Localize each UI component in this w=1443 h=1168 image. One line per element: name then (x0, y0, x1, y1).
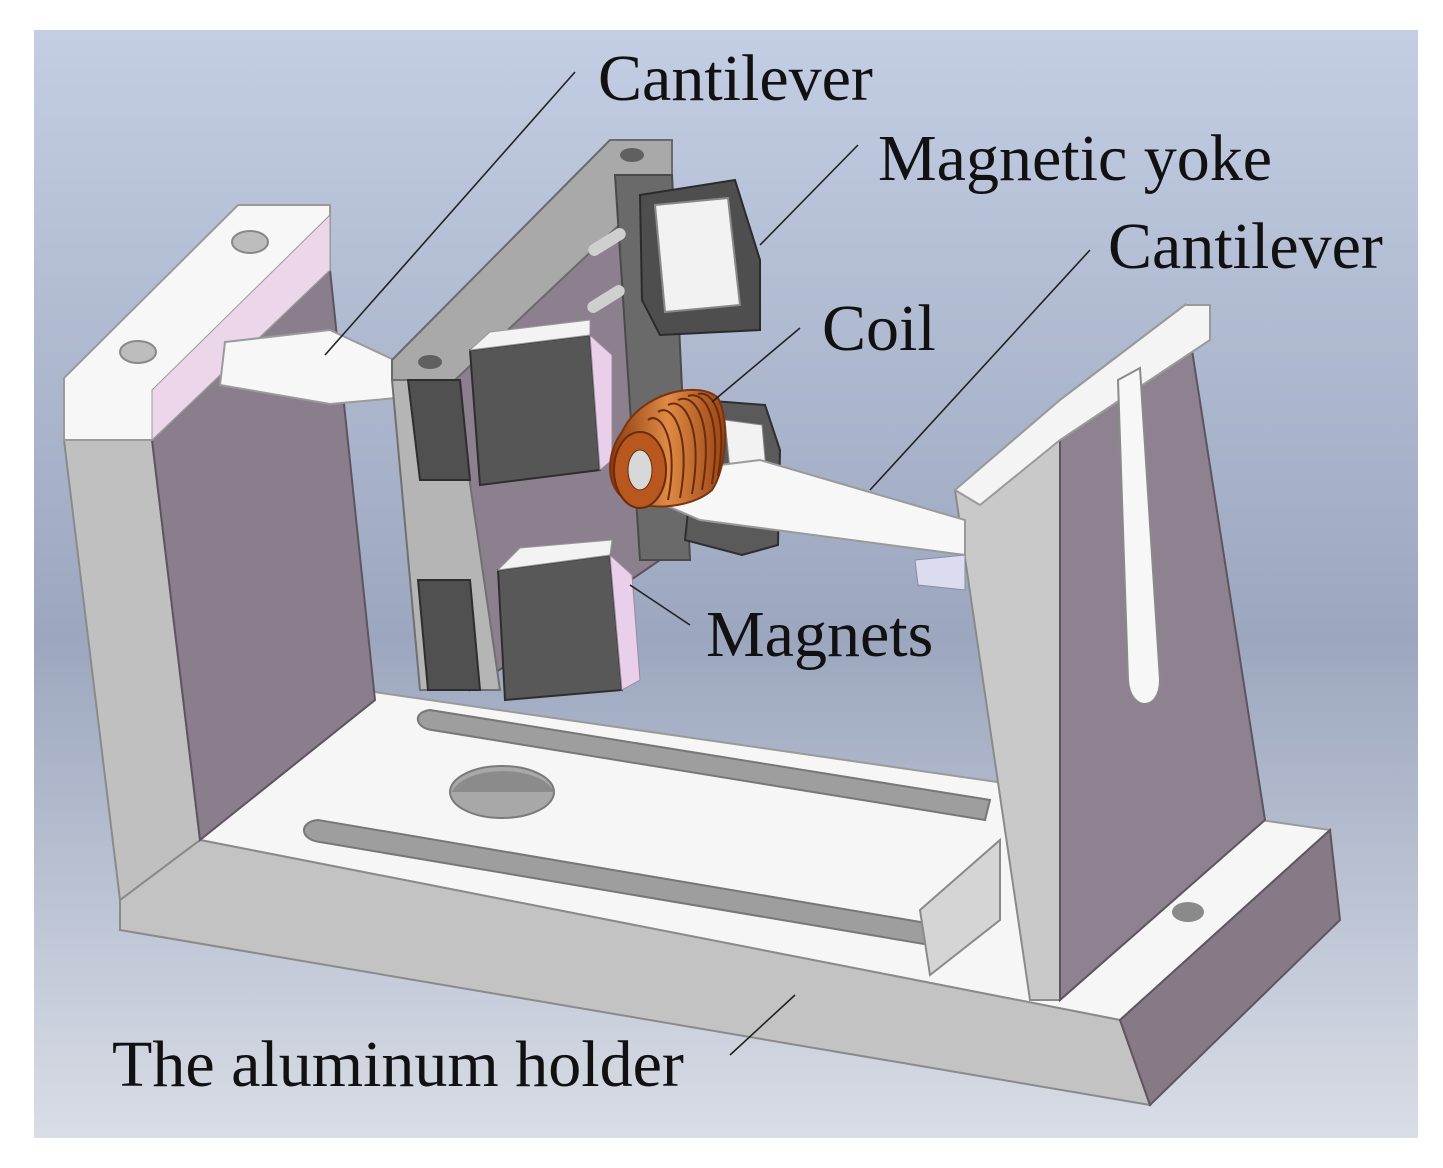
left-upright-hole-1 (231, 230, 269, 254)
leader-cantilever-left (324, 71, 576, 356)
middle-magnet-block (468, 333, 602, 487)
leader-holder (729, 994, 796, 1056)
yoke-bar-left-upper (406, 379, 472, 481)
base-hole-right-2 (1172, 902, 1204, 922)
label-magnets: Magnets (706, 598, 933, 671)
label-holder: The aluminum holder (112, 1028, 684, 1101)
right-cantilever-clamp (914, 554, 966, 591)
base-slot-upper (416, 708, 992, 822)
coil (609, 388, 727, 509)
coil-windings (647, 392, 723, 501)
leader-coil (711, 327, 801, 403)
base-slot-lower (303, 818, 940, 947)
label-cantilever-right: Cantilever (1108, 210, 1383, 283)
label-cantilever-left: Cantilever (598, 42, 873, 115)
left-upright-hole-2 (119, 340, 157, 364)
leader-magnets (629, 584, 691, 626)
label-magnetic-yoke: Magnetic yoke (878, 122, 1272, 195)
label-coil: Coil (822, 292, 936, 365)
right-upright-slot (1116, 366, 1162, 705)
leader-lines (324, 71, 1091, 1056)
right-base-block (918, 837, 1001, 977)
right-upright-top (953, 304, 1211, 507)
aluminum-holder (62, 204, 1342, 1107)
base-plate-right (1118, 827, 1342, 1107)
leader-magnetic-yoke (759, 144, 859, 246)
lower-magnet-block (496, 553, 624, 702)
leader-cantilever-right (869, 249, 1091, 491)
upper-magnet-face (653, 196, 742, 314)
yoke-bar-left-lower (416, 579, 482, 691)
